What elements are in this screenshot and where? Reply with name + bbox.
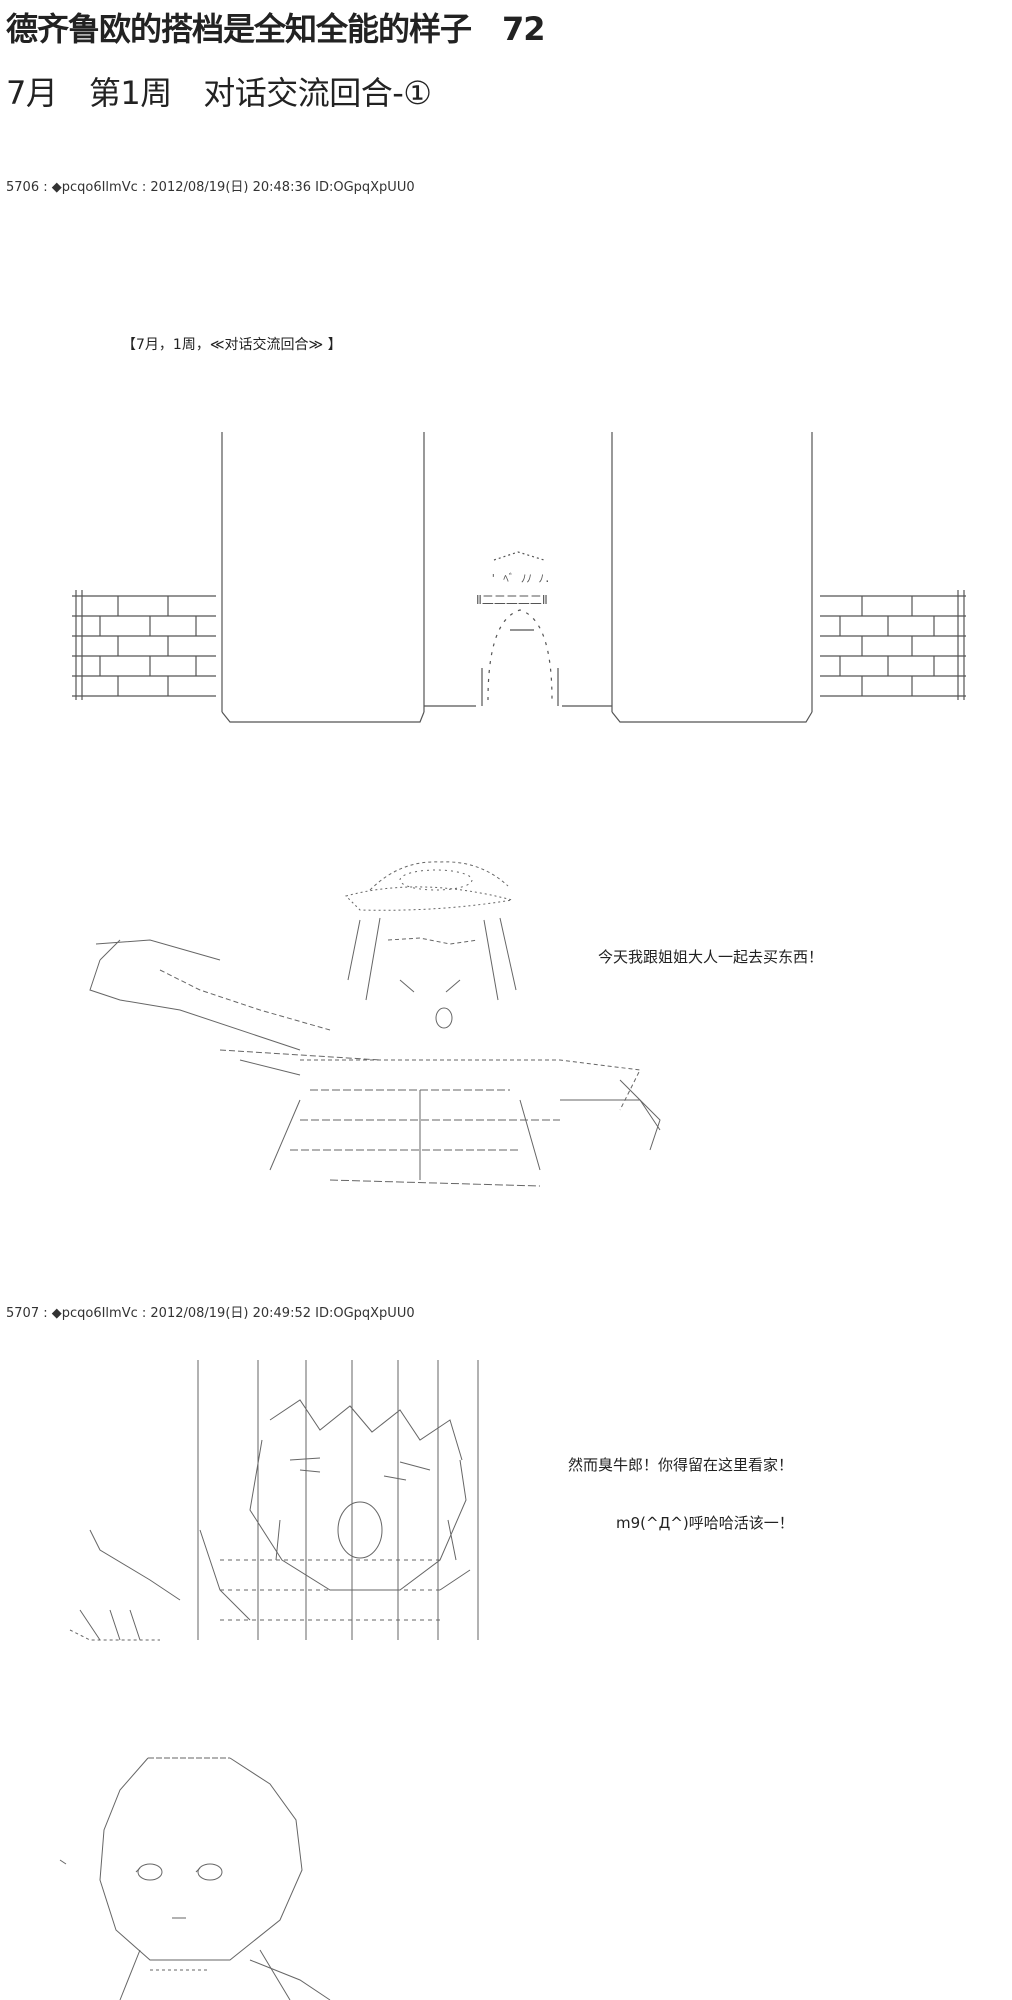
scene-caption: 【7月，1周，≪对话交流回合≫ 】: [122, 337, 342, 353]
building-ascii-art: Ⅱ二二二二二Ⅱ ' ﾍﾞ ﾉﾉ ﾉ.: [0, 420, 1012, 740]
dialog-line: 然而臭牛郎！你得留在这里看家！: [568, 1456, 794, 1474]
round-head-ascii-art: [0, 1740, 1012, 2000]
page-title: 德齐鲁欧的搭档是全知全能的样子 72: [6, 10, 546, 48]
dialog-line: m9(^Д^)呼哈哈活该一！: [616, 1514, 794, 1532]
dialog-line: 今天我跟姐姐大人一起去买东西！: [598, 948, 824, 966]
caged-character-ascii-art: [0, 1352, 1012, 1662]
svg-text:Ⅱ二二二二二Ⅱ: Ⅱ二二二二二Ⅱ: [476, 593, 548, 607]
post-header: 5707 : ◆pcqo6IlmVc : 2012/08/19(日) 20:49…: [6, 1306, 415, 1321]
svg-text:' ﾍﾞ ﾉﾉ ﾉ.: ' ﾍﾞ ﾉﾉ ﾉ.: [490, 572, 551, 585]
girl-pointing-ascii-art: [0, 840, 1012, 1210]
post-header: 5706 : ◆pcqo6IlmVc : 2012/08/19(日) 20:48…: [6, 180, 415, 195]
page-subtitle: 7月 第1周 对话交流回合-①: [6, 74, 432, 112]
